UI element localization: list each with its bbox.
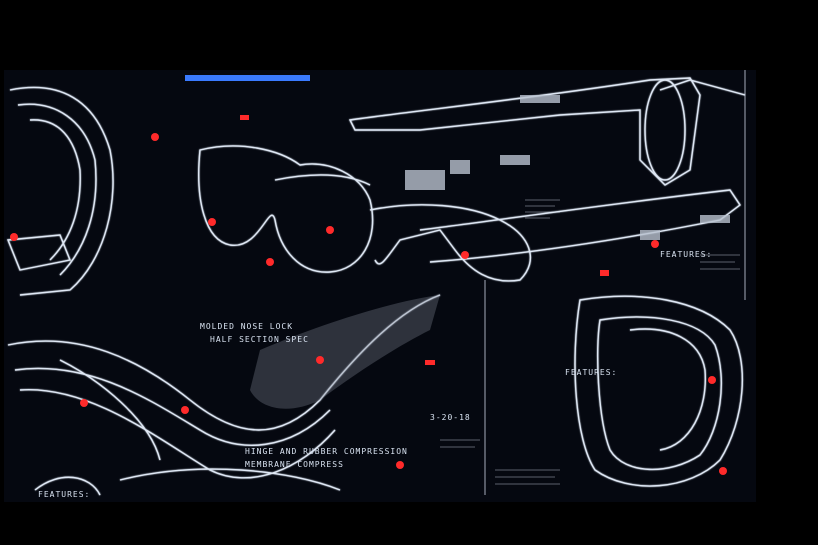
left-frame-sketch xyxy=(9,86,114,296)
annotation-bottom-a: HINGE AND RUBBER COMPRESSION xyxy=(245,447,408,456)
temple-arm-sketch xyxy=(419,189,741,263)
front-glasses-sketch xyxy=(198,145,374,273)
annotation-date: 3-20-18 xyxy=(430,413,471,422)
wrap-shield-sketch xyxy=(7,294,441,431)
annotation-features-1: FEATURES: xyxy=(565,368,618,377)
marker xyxy=(151,133,159,141)
lens-overlay xyxy=(250,295,440,409)
annotation-features-2: FEATURES: xyxy=(660,250,713,259)
annotation-left-a: MOLDED NOSE LOCK xyxy=(200,322,294,331)
annotation-features-3: FEATURES: xyxy=(38,490,91,499)
side-profile-frame xyxy=(348,77,701,186)
right-front-frame-sketch xyxy=(574,295,744,487)
annotation-bottom-b: MEMBRANE COMPRESS xyxy=(245,460,344,469)
blue-strip xyxy=(185,75,310,81)
annotation-left-b: HALF SECTION SPEC xyxy=(210,335,309,344)
projection-screen xyxy=(4,70,756,502)
